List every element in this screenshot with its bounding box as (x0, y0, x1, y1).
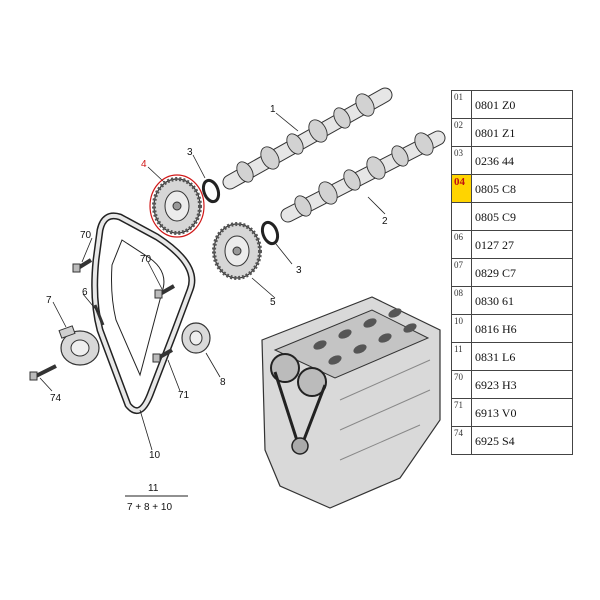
callout-71[interactable]: 71 (178, 390, 190, 401)
callout-11[interactable]: 11 (148, 483, 159, 494)
parts-table-reference[interactable]: 0805 C9 (471, 202, 573, 231)
parts-table-reference[interactable]: 0831 L6 (471, 342, 573, 371)
parts-table-index (451, 202, 472, 231)
parts-table-index: 08 (451, 286, 472, 315)
camshaft-sprocket-4[interactable] (152, 177, 202, 235)
parts-table-index: 70 (451, 370, 472, 399)
parts-table-reference[interactable]: 6925 S4 (471, 426, 573, 455)
tensioner-7[interactable] (58, 325, 100, 366)
callout-74[interactable]: 74 (50, 393, 62, 404)
parts-table-index: 06 (451, 230, 472, 259)
camshaft-sprocket-5[interactable] (212, 222, 262, 280)
camshaft-2[interactable] (280, 130, 446, 223)
bolt-71[interactable] (152, 348, 173, 363)
parts-table-index: 01 (451, 90, 472, 119)
camshaft-1[interactable] (222, 87, 393, 190)
idler-pulley-8[interactable] (181, 322, 211, 354)
parts-table-index: 03 (451, 146, 472, 175)
callout-70-left[interactable]: 70 (80, 230, 92, 241)
timing-belt-10[interactable] (91, 212, 196, 415)
parts-table-reference[interactable]: 0236 44 (471, 146, 573, 175)
callout-6[interactable]: 6 (82, 287, 88, 298)
callout-3-upper[interactable]: 3 (187, 147, 193, 158)
parts-table-index: 10 (451, 314, 472, 343)
callout-1[interactable]: 1 (270, 104, 276, 115)
parts-table-index: 74 (451, 426, 472, 455)
oil-seal-upper[interactable] (201, 178, 222, 204)
callout-4[interactable]: 4 (141, 159, 147, 170)
parts-table-index: 71 (451, 398, 472, 427)
callout-10[interactable]: 10 (149, 450, 161, 461)
parts-table-reference[interactable]: 0829 C7 (471, 258, 573, 287)
callout-formula: 7 + 8 + 10 (127, 502, 172, 513)
parts-table-reference[interactable]: 0801 Z1 (471, 118, 573, 147)
oil-seal-lower[interactable] (260, 220, 281, 246)
stud-6[interactable] (93, 304, 105, 326)
callout-70-right[interactable]: 70 (140, 254, 152, 265)
parts-table-reference[interactable]: 6913 V0 (471, 398, 573, 427)
callout-5[interactable]: 5 (270, 297, 276, 308)
parts-table-index: 07 (451, 258, 472, 287)
parts-table-index: 11 (451, 342, 472, 371)
parts-table-reference[interactable]: 0830 61 (471, 286, 573, 315)
engine-block-illustration (261, 296, 441, 509)
callout-7[interactable]: 7 (46, 295, 52, 306)
bolt-74[interactable] (29, 364, 57, 381)
parts-table-reference[interactable]: 0805 C8 (471, 174, 573, 203)
leader-lines (39, 112, 386, 497)
callout-3-lower[interactable]: 3 (296, 265, 302, 276)
bolt-70-left[interactable] (72, 258, 93, 273)
sprocket-4-highlight-ring (149, 174, 205, 238)
parts-table-reference[interactable]: 0801 Z0 (471, 90, 573, 119)
parts-table-row[interactable]: 0805 C9 (451, 202, 573, 231)
parts-table-index: 02 (451, 118, 472, 147)
parts-table-index: 04 (451, 174, 472, 203)
parts-table-reference[interactable]: 0127 27 (471, 230, 573, 259)
bolt-70-right[interactable] (154, 284, 175, 299)
parts-table-reference[interactable]: 0816 H6 (471, 314, 573, 343)
parts-table-reference[interactable]: 6923 H3 (471, 370, 573, 399)
callout-8[interactable]: 8 (220, 377, 226, 388)
callout-2[interactable]: 2 (382, 216, 388, 227)
